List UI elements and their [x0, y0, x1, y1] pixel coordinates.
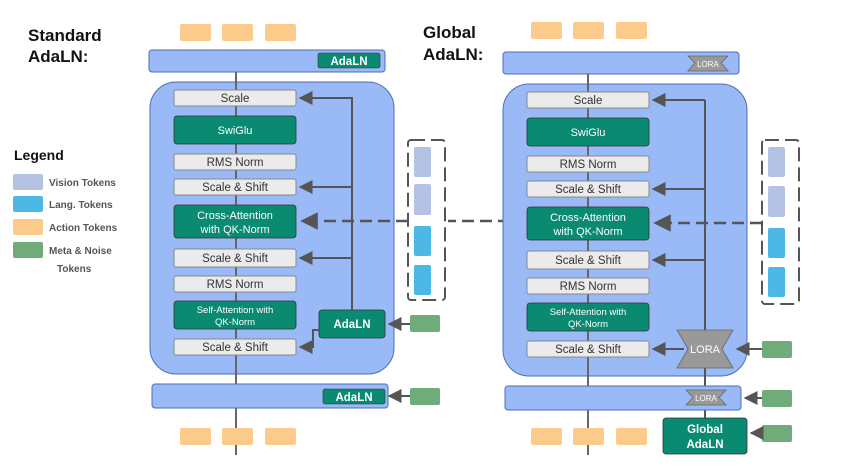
glb-mid-lora — [676, 329, 734, 369]
glb-cross-attention-label: Cross-Attention — [550, 212, 626, 224]
standard-title-line2: AdaLN: — [28, 47, 88, 66]
std-adaln-to-scale-shift-arrow — [298, 329, 319, 354]
legend-swatch-action — [13, 219, 43, 235]
std-bottom-action-token — [265, 428, 296, 445]
std-adaln-to-scale-arrow — [298, 91, 353, 310]
std-self-attention-label: Self-Attention with — [197, 305, 274, 316]
glb-self-attention-block — [526, 302, 650, 332]
glb-cross-attention-block — [526, 206, 650, 241]
std-vision-token — [414, 184, 431, 215]
glb-meta-token — [762, 390, 792, 407]
glb-scale-shift-block — [526, 340, 650, 358]
global-title-line1: Global — [423, 23, 476, 42]
glb-self-attention-label: Self-Attention with — [550, 307, 627, 318]
std-cross-attention-block — [173, 204, 297, 239]
glb-bottom-lora — [685, 389, 727, 406]
glb-bottom-lora-label: LORA — [695, 394, 717, 403]
std-scale-shift-label: Scale & Shift — [202, 182, 269, 194]
std-rms-norm-label: RMS Norm — [207, 157, 264, 169]
std-bottom-action-token — [180, 428, 211, 445]
std-language-token — [414, 265, 431, 295]
glb-swiglu-label: SwiGlu — [571, 127, 606, 139]
std-swiglu-label: SwiGlu — [218, 125, 253, 137]
std-self-attention-block — [173, 300, 297, 330]
glb-global-adaln-block — [662, 417, 748, 455]
std-bottom-action-token — [222, 428, 253, 445]
std-scale-shift-label: Scale & Shift — [202, 253, 269, 265]
legend-label-meta: Meta & Noise — [49, 246, 112, 257]
glb-scale-shift-block — [526, 250, 650, 270]
glb-scale-shift-label: Scale & Shift — [555, 255, 622, 267]
glb-scale-shift-block — [526, 180, 650, 198]
glb-vision-token — [768, 186, 785, 217]
glb-scale-shift-label: Scale & Shift — [555, 344, 622, 356]
std-scale-shift-block — [173, 178, 297, 196]
glb-rms-norm-label: RMS Norm — [560, 159, 617, 171]
glb-top-action-token — [573, 22, 604, 39]
glb-global-adaln-label: Global — [687, 424, 723, 436]
std-scale-shift-block — [173, 248, 297, 268]
glb-self-attention-label-2: QK-Norm — [568, 319, 608, 330]
legend-label-language: Lang. Tokens — [49, 200, 113, 211]
glb-mid-lora-label: LORA — [690, 344, 721, 356]
std-language-token — [414, 226, 431, 256]
legend-title: Legend — [14, 147, 64, 163]
glb-meta-token — [762, 425, 792, 442]
glb-language-token — [768, 228, 785, 258]
std-rms-norm-block — [173, 153, 297, 171]
glb-scale-block — [526, 91, 650, 109]
std-top-action-token — [222, 24, 253, 41]
std-adaln-label: AdaLN — [333, 319, 370, 331]
glb-rms-norm-label: RMS Norm — [560, 281, 617, 293]
glb-bottom-action-token — [573, 428, 604, 445]
std-scale-label: Scale — [221, 93, 250, 105]
std-meta-token — [410, 388, 440, 405]
std-scale-shift-block — [173, 338, 297, 356]
std-top-action-token — [180, 24, 211, 41]
glb-global-adaln-label-2: AdaLN — [686, 439, 723, 451]
std-bottom-adaln — [322, 388, 386, 405]
std-cross-attention-label: Cross-Attention — [197, 210, 273, 222]
glb-top-action-token — [531, 22, 562, 39]
glb-language-token — [768, 267, 785, 297]
std-self-attention-label-2: QK-Norm — [215, 317, 255, 328]
legend-swatch-meta — [13, 242, 43, 258]
legend-label-meta-2: Tokens — [57, 264, 92, 275]
glb-bottom-action-token — [616, 428, 647, 445]
std-scale-block — [173, 89, 297, 107]
std-top-adaln-label: AdaLN — [330, 56, 367, 68]
glb-meta-token — [762, 341, 792, 358]
std-top-adaln — [317, 52, 381, 69]
glb-bottom-bar — [504, 385, 742, 411]
std-scale-shift-label: Scale & Shift — [202, 342, 269, 354]
legend-swatch-vision — [13, 174, 43, 190]
glb-swiglu-block — [526, 117, 650, 147]
glb-scale-label: Scale — [574, 95, 603, 107]
glb-top-lora-label: LORA — [697, 60, 719, 69]
glb-bottom-action-token — [531, 428, 562, 445]
legend-swatch-language — [13, 196, 43, 212]
std-rms-norm-block — [173, 275, 297, 293]
std-top-action-token — [265, 24, 296, 41]
std-cross-attention-label-2: with QK-Norm — [199, 224, 269, 236]
std-bottom-adaln-label: AdaLN — [335, 392, 372, 404]
global-title-line2: AdaLN: — [423, 45, 483, 64]
std-rms-norm-label: RMS Norm — [207, 279, 264, 291]
glb-rms-norm-block — [526, 277, 650, 295]
std-vision-token — [414, 147, 431, 177]
std-swiglu-block — [173, 115, 297, 145]
std-meta-token — [410, 315, 440, 332]
glb-top-lora — [687, 55, 729, 72]
glb-scale-shift-label: Scale & Shift — [555, 184, 622, 196]
glb-rms-norm-block — [526, 155, 650, 173]
legend-label-vision: Vision Tokens — [49, 178, 116, 189]
glb-top-bar — [502, 51, 740, 75]
glb-cross-attention-label-2: with QK-Norm — [552, 226, 622, 238]
glb-top-action-token — [616, 22, 647, 39]
legend-label-action: Action Tokens — [49, 223, 118, 234]
standard-title-line1: Standard — [28, 26, 102, 45]
glb-vision-token — [768, 147, 785, 177]
